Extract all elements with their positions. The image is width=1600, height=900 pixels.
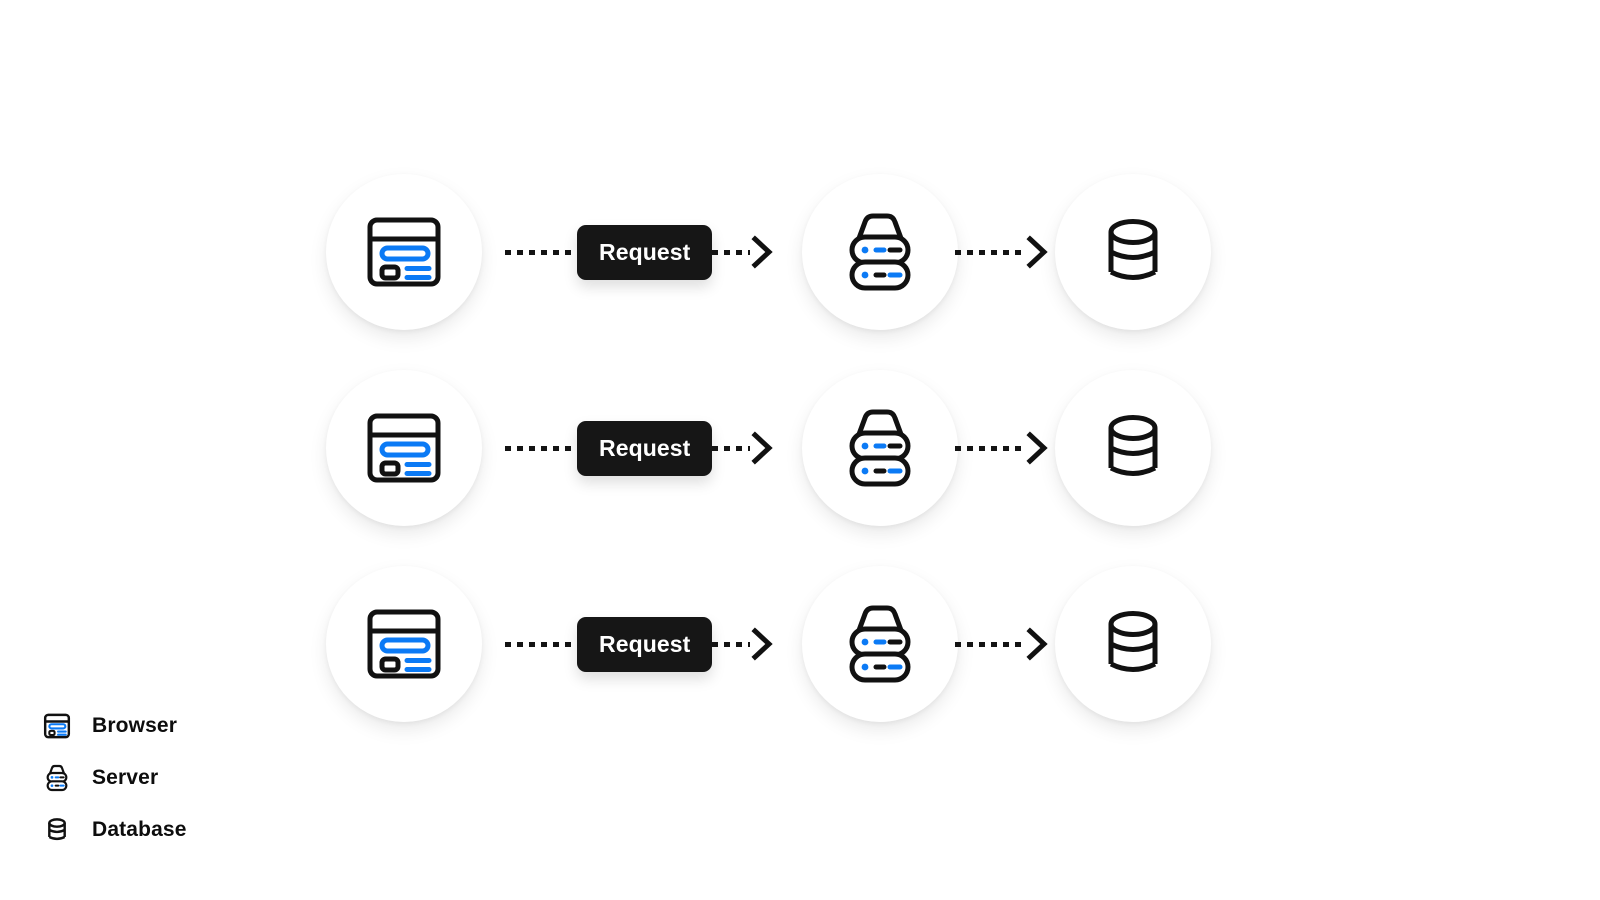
- database-node[interactable]: [1055, 174, 1211, 330]
- browser-to-server-connector: Request: [505, 616, 805, 672]
- browser-node[interactable]: [326, 174, 482, 330]
- legend-label: Database: [92, 818, 187, 841]
- database-node[interactable]: [1055, 566, 1211, 722]
- arrow-head-icon: [1026, 627, 1048, 661]
- arrow-head-icon: [751, 627, 774, 661]
- server-to-database-connector: [955, 428, 1055, 468]
- request-badge[interactable]: Request: [577, 616, 713, 672]
- dashed-line-segment: [712, 641, 751, 647]
- browser-icon: [358, 402, 450, 494]
- flow-row: Request: [0, 162, 1600, 342]
- server-node[interactable]: [802, 566, 958, 722]
- server-icon: [40, 761, 74, 795]
- arrow-head-icon: [751, 431, 774, 465]
- arrow-head-icon: [1026, 235, 1048, 269]
- browser-to-server-connector: Request: [505, 224, 805, 280]
- browser-node[interactable]: [326, 370, 482, 526]
- server-icon: [832, 204, 928, 300]
- server-icon: [832, 400, 928, 496]
- dashed-line-segment: [505, 445, 577, 451]
- dashed-line-segment: [505, 641, 577, 647]
- browser-to-server-connector: Request: [505, 420, 805, 476]
- arrow-head-icon: [1026, 431, 1048, 465]
- arrow-head-icon: [751, 235, 774, 269]
- dashed-line-segment: [955, 641, 1025, 647]
- server-to-database-connector: [955, 624, 1055, 664]
- legend-label: Browser: [92, 714, 178, 737]
- legend-item-browser: Browser: [40, 700, 320, 752]
- dashed-line-segment: [505, 249, 577, 255]
- browser-icon: [358, 206, 450, 298]
- database-node[interactable]: [1055, 370, 1211, 526]
- browser-node[interactable]: [326, 566, 482, 722]
- database-icon: [40, 813, 74, 847]
- database-icon: [1090, 405, 1176, 491]
- legend-item-server: Server: [40, 752, 320, 804]
- legend: Browser Server: [40, 700, 320, 856]
- database-icon: [1090, 209, 1176, 295]
- dashed-line-segment: [955, 445, 1025, 451]
- browser-icon: [40, 709, 74, 743]
- legend-item-database: Database: [40, 804, 320, 856]
- legend-label: Server: [92, 766, 159, 789]
- dashed-line-segment: [712, 445, 751, 451]
- flow-row: Request: [0, 358, 1600, 538]
- flow-row: Request: [0, 554, 1600, 734]
- request-badge[interactable]: Request: [577, 224, 713, 280]
- server-node[interactable]: [802, 174, 958, 330]
- server-icon: [832, 596, 928, 692]
- database-icon: [1090, 601, 1176, 687]
- dashed-line-segment: [955, 249, 1025, 255]
- request-badge[interactable]: Request: [577, 420, 713, 476]
- server-node[interactable]: [802, 370, 958, 526]
- dashed-line-segment: [712, 249, 751, 255]
- browser-icon: [358, 598, 450, 690]
- server-to-database-connector: [955, 232, 1055, 272]
